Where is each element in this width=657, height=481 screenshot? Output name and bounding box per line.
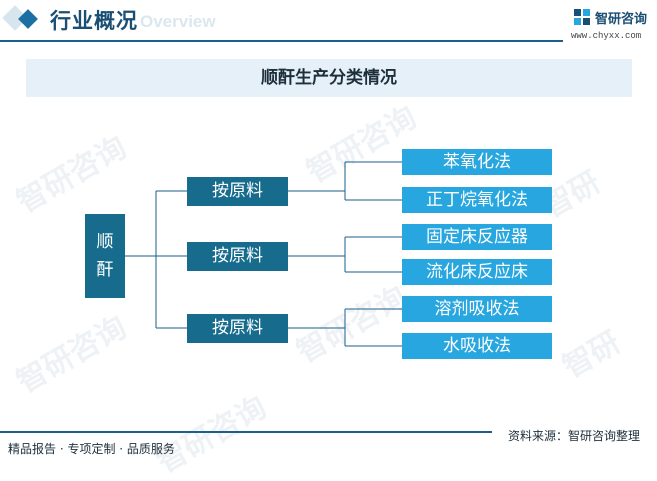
method-node: 流化床反应床: [402, 259, 552, 285]
category-node: 按原料: [187, 314, 288, 343]
method-node: 固定床反应器: [402, 224, 552, 250]
title-banner: 顺酐生产分类情况: [26, 59, 632, 97]
brand-url: www.chyxx.com: [571, 31, 642, 41]
brand-name: 智研咨询: [595, 12, 648, 27]
section-subtitle: Overview: [140, 12, 216, 31]
root-node: 顺酐: [85, 214, 125, 298]
source-note: 资料来源：智研咨询整理: [508, 429, 641, 443]
tree-connectors: [125, 161, 402, 347]
category-node: 按原料: [187, 177, 288, 206]
root-node-label: 顺酐: [96, 232, 114, 280]
brand-logo-icon: [574, 9, 590, 25]
footer-divider: [0, 431, 492, 433]
method-node: 苯氧化法: [402, 149, 552, 175]
header-divider: [0, 40, 563, 42]
page-header: 行业概况 Overview 智研咨询 www.chyxx.com: [0, 0, 657, 44]
method-node: 水吸收法: [402, 333, 552, 359]
footer-tagline: 精品报告 · 专项定制 · 品质服务: [8, 442, 175, 456]
method-node: 溶剂吸收法: [402, 296, 552, 322]
method-node: 正丁烷氧化法: [402, 187, 552, 213]
category-node: 按原料: [187, 242, 288, 271]
section-title: 行业概况: [50, 9, 138, 33]
diagram-title: 顺酐生产分类情况: [261, 68, 397, 88]
